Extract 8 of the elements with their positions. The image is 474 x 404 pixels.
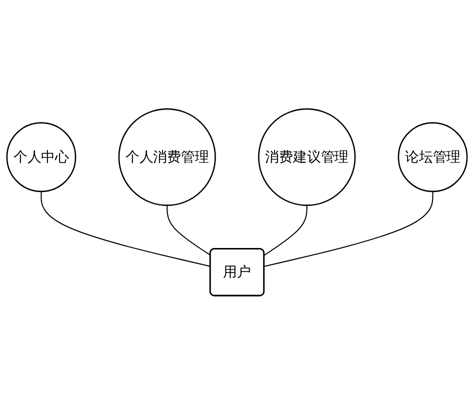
node-circle: 论坛管理 [398,122,468,192]
connector [264,205,308,256]
node-circle: 个人中心 [6,122,76,192]
connector [264,191,434,267]
node-circle: 个人消费管理 [118,108,216,206]
connector [40,191,211,267]
node-circle: 消费建议管理 [258,108,356,206]
connector [166,205,211,256]
